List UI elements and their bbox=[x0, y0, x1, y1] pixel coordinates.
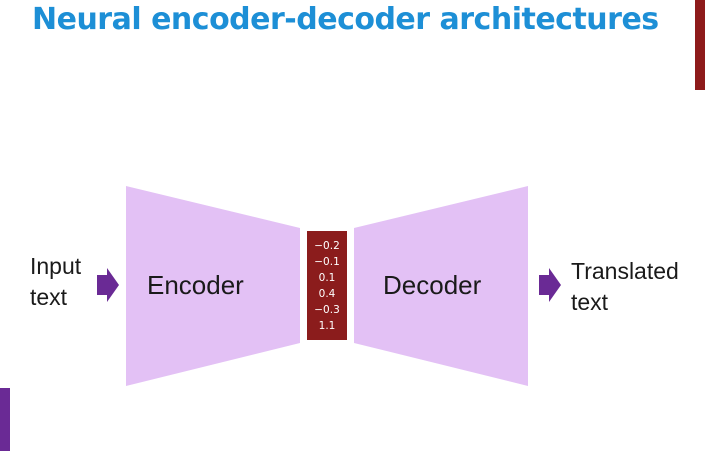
input-text-label: Input text bbox=[30, 251, 81, 313]
slide-title: Neural encoder-decoder architectures bbox=[32, 2, 659, 37]
output-arrow-icon bbox=[539, 268, 561, 302]
vector-value: −0.3 bbox=[314, 303, 340, 316]
input-label-line1: Input bbox=[30, 253, 82, 279]
encoder-label: Encoder bbox=[147, 270, 244, 300]
output-text-label: Translated text bbox=[571, 256, 679, 318]
decoder-label: Decoder bbox=[383, 270, 482, 300]
vector-value: 1.1 bbox=[318, 319, 336, 332]
vector-value: −0.1 bbox=[314, 255, 340, 268]
vector-value: 0.1 bbox=[318, 271, 336, 284]
vector-value: 0.4 bbox=[318, 287, 336, 300]
decoder-block bbox=[354, 186, 528, 386]
input-label-line2: text bbox=[30, 284, 68, 310]
vector-value: −0.2 bbox=[314, 239, 340, 252]
output-label-line2: text bbox=[571, 289, 609, 315]
encoder-block bbox=[126, 186, 300, 386]
output-label-line1: Translated bbox=[571, 258, 679, 284]
input-arrow-icon bbox=[97, 268, 119, 302]
context-vector: −0.2 −0.1 0.1 0.4 −0.3 1.1 bbox=[307, 231, 347, 340]
accent-bar-right bbox=[695, 0, 705, 90]
accent-bar-left bbox=[0, 388, 10, 451]
